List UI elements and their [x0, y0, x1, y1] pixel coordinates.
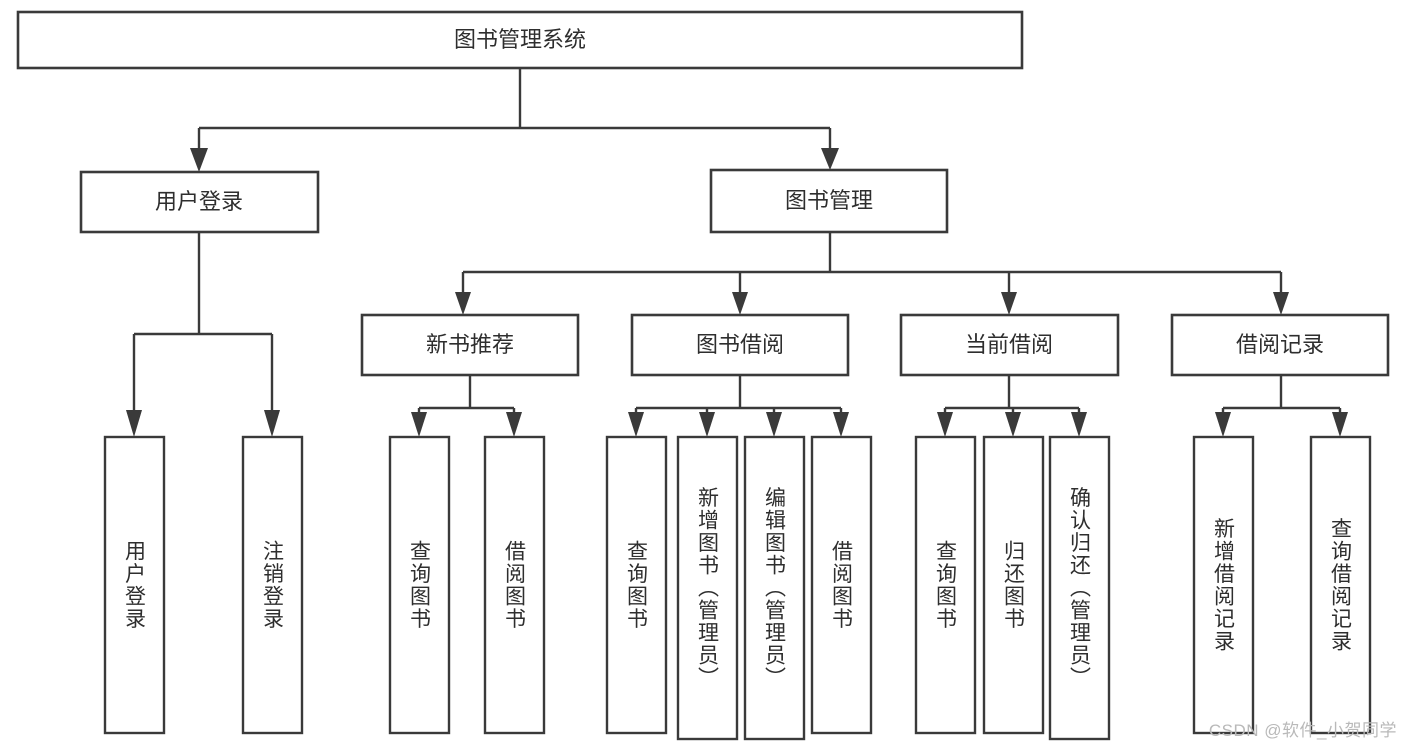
connector-group-borrow-record	[1215, 375, 1348, 437]
connector-group-book-manage	[455, 232, 1289, 315]
node-leaf-borrow-book-recommend[interactable]: 借阅图书	[483, 435, 546, 735]
node-leaf-label: 查询借阅记录	[1329, 518, 1353, 653]
node-leaf-label: 查询图书	[625, 540, 649, 630]
node-new-book-recommend-label: 新书推荐	[426, 332, 514, 357]
node-book-borrow-label: 图书借阅	[696, 332, 784, 357]
node-user-login-label: 用户登录	[155, 189, 243, 214]
connector-group-current-borrow	[937, 375, 1087, 437]
connector-group-user-login	[126, 232, 280, 437]
node-leaf-label: 注销登录	[261, 540, 285, 630]
node-leaf-add-borrow-record[interactable]: 新增借阅记录	[1192, 435, 1255, 735]
node-leaf-label: 查询图书	[934, 540, 958, 630]
node-leaf-box[interactable]	[1048, 435, 1111, 741]
node-current-borrow-box[interactable]	[899, 313, 1120, 377]
node-leaf-user-login[interactable]: 用户登录	[103, 435, 166, 735]
node-leaf-label: 编辑图书（管理员）	[763, 487, 787, 690]
node-leaf-edit-book-admin[interactable]: 编辑图书（管理员）	[743, 435, 806, 741]
node-new-book-recommend[interactable]: 新书推荐	[360, 313, 580, 377]
node-leaf-return-book[interactable]: 归还图书	[982, 435, 1045, 735]
arrow-head-icon	[455, 292, 471, 315]
node-user-login[interactable]: 用户登录	[79, 170, 320, 234]
node-leaf-add-book-admin[interactable]: 新增图书（管理员）	[676, 435, 739, 741]
node-leaf-box[interactable]	[914, 435, 977, 735]
arrow-head-icon	[264, 410, 280, 437]
node-leaf-label: 确认归还（管理员）	[1068, 487, 1092, 690]
node-book-manage-label: 图书管理	[785, 188, 873, 213]
node-leaf-box[interactable]	[676, 435, 739, 741]
node-borrow-record-box[interactable]	[1170, 313, 1390, 377]
arrow-head-icon	[1005, 412, 1021, 437]
node-root-label: 图书管理系统	[454, 27, 586, 52]
arrow-head-icon	[1071, 412, 1087, 437]
node-current-borrow-label: 当前借阅	[965, 332, 1053, 357]
node-leaf-query-borrow-record[interactable]: 查询借阅记录	[1309, 435, 1372, 735]
node-leaf-box[interactable]	[810, 435, 873, 735]
node-borrow-record-label: 借阅记录	[1236, 332, 1324, 357]
node-book-borrow[interactable]: 图书借阅	[630, 313, 850, 377]
node-book-manage[interactable]: 图书管理	[709, 168, 949, 234]
arrow-head-icon	[821, 148, 839, 170]
arrow-head-icon	[411, 412, 427, 437]
node-leaf-box[interactable]	[605, 435, 668, 735]
node-leaf-label: 借阅图书	[830, 540, 854, 630]
node-leaf-label: 查询图书	[408, 540, 432, 630]
node-leaf-label: 新增借阅记录	[1212, 518, 1236, 653]
node-leaf-box[interactable]	[483, 435, 546, 735]
arrow-head-icon	[190, 148, 208, 172]
node-leaf-box[interactable]	[241, 435, 304, 735]
connector-group-root	[190, 68, 839, 172]
arrow-head-icon	[766, 412, 782, 437]
arrow-head-icon	[833, 412, 849, 437]
arrow-head-icon	[628, 412, 644, 437]
node-leaf-box[interactable]	[1192, 435, 1255, 735]
node-leaf-box[interactable]	[388, 435, 451, 735]
node-leaf-logout[interactable]: 注销登录	[241, 435, 304, 735]
node-book-manage-box[interactable]	[709, 168, 949, 234]
node-root[interactable]: 图书管理系统	[16, 10, 1024, 70]
node-leaf-label: 借阅图书	[503, 540, 527, 630]
node-leaf-query-book-borrow[interactable]: 查询图书	[605, 435, 668, 735]
node-new-book-recommend-box[interactable]	[360, 313, 580, 377]
arrow-head-icon	[506, 412, 522, 437]
node-user-login-box[interactable]	[79, 170, 320, 234]
arrow-head-icon	[1215, 412, 1231, 437]
arrow-head-icon	[1001, 292, 1017, 315]
node-root-box[interactable]	[16, 10, 1024, 70]
arrow-head-icon	[1273, 292, 1289, 315]
arrow-head-icon	[699, 412, 715, 437]
arrow-head-icon	[732, 292, 748, 315]
connector-group-book-borrow	[628, 375, 849, 437]
node-leaf-query-book-recommend[interactable]: 查询图书	[388, 435, 451, 735]
node-leaf-box[interactable]	[1309, 435, 1372, 735]
connector-group-new-book	[411, 375, 522, 437]
node-leaf-confirm-return-admin[interactable]: 确认归还（管理员）	[1048, 435, 1111, 741]
node-borrow-record[interactable]: 借阅记录	[1170, 313, 1390, 377]
node-leaf-box[interactable]	[743, 435, 806, 741]
node-leaf-label: 用户登录	[123, 540, 147, 630]
node-leaf-query-book-current[interactable]: 查询图书	[914, 435, 977, 735]
node-leaf-box[interactable]	[982, 435, 1045, 735]
arrow-head-icon	[126, 410, 142, 437]
node-leaf-box[interactable]	[103, 435, 166, 735]
node-leaf-borrow-book[interactable]: 借阅图书	[810, 435, 873, 735]
node-leaf-label: 归还图书	[1002, 540, 1026, 630]
node-current-borrow[interactable]: 当前借阅	[899, 313, 1120, 377]
node-book-borrow-box[interactable]	[630, 313, 850, 377]
arrow-head-icon	[937, 412, 953, 437]
arrow-head-icon	[1332, 412, 1348, 437]
node-leaf-label: 新增图书（管理员）	[696, 487, 720, 690]
